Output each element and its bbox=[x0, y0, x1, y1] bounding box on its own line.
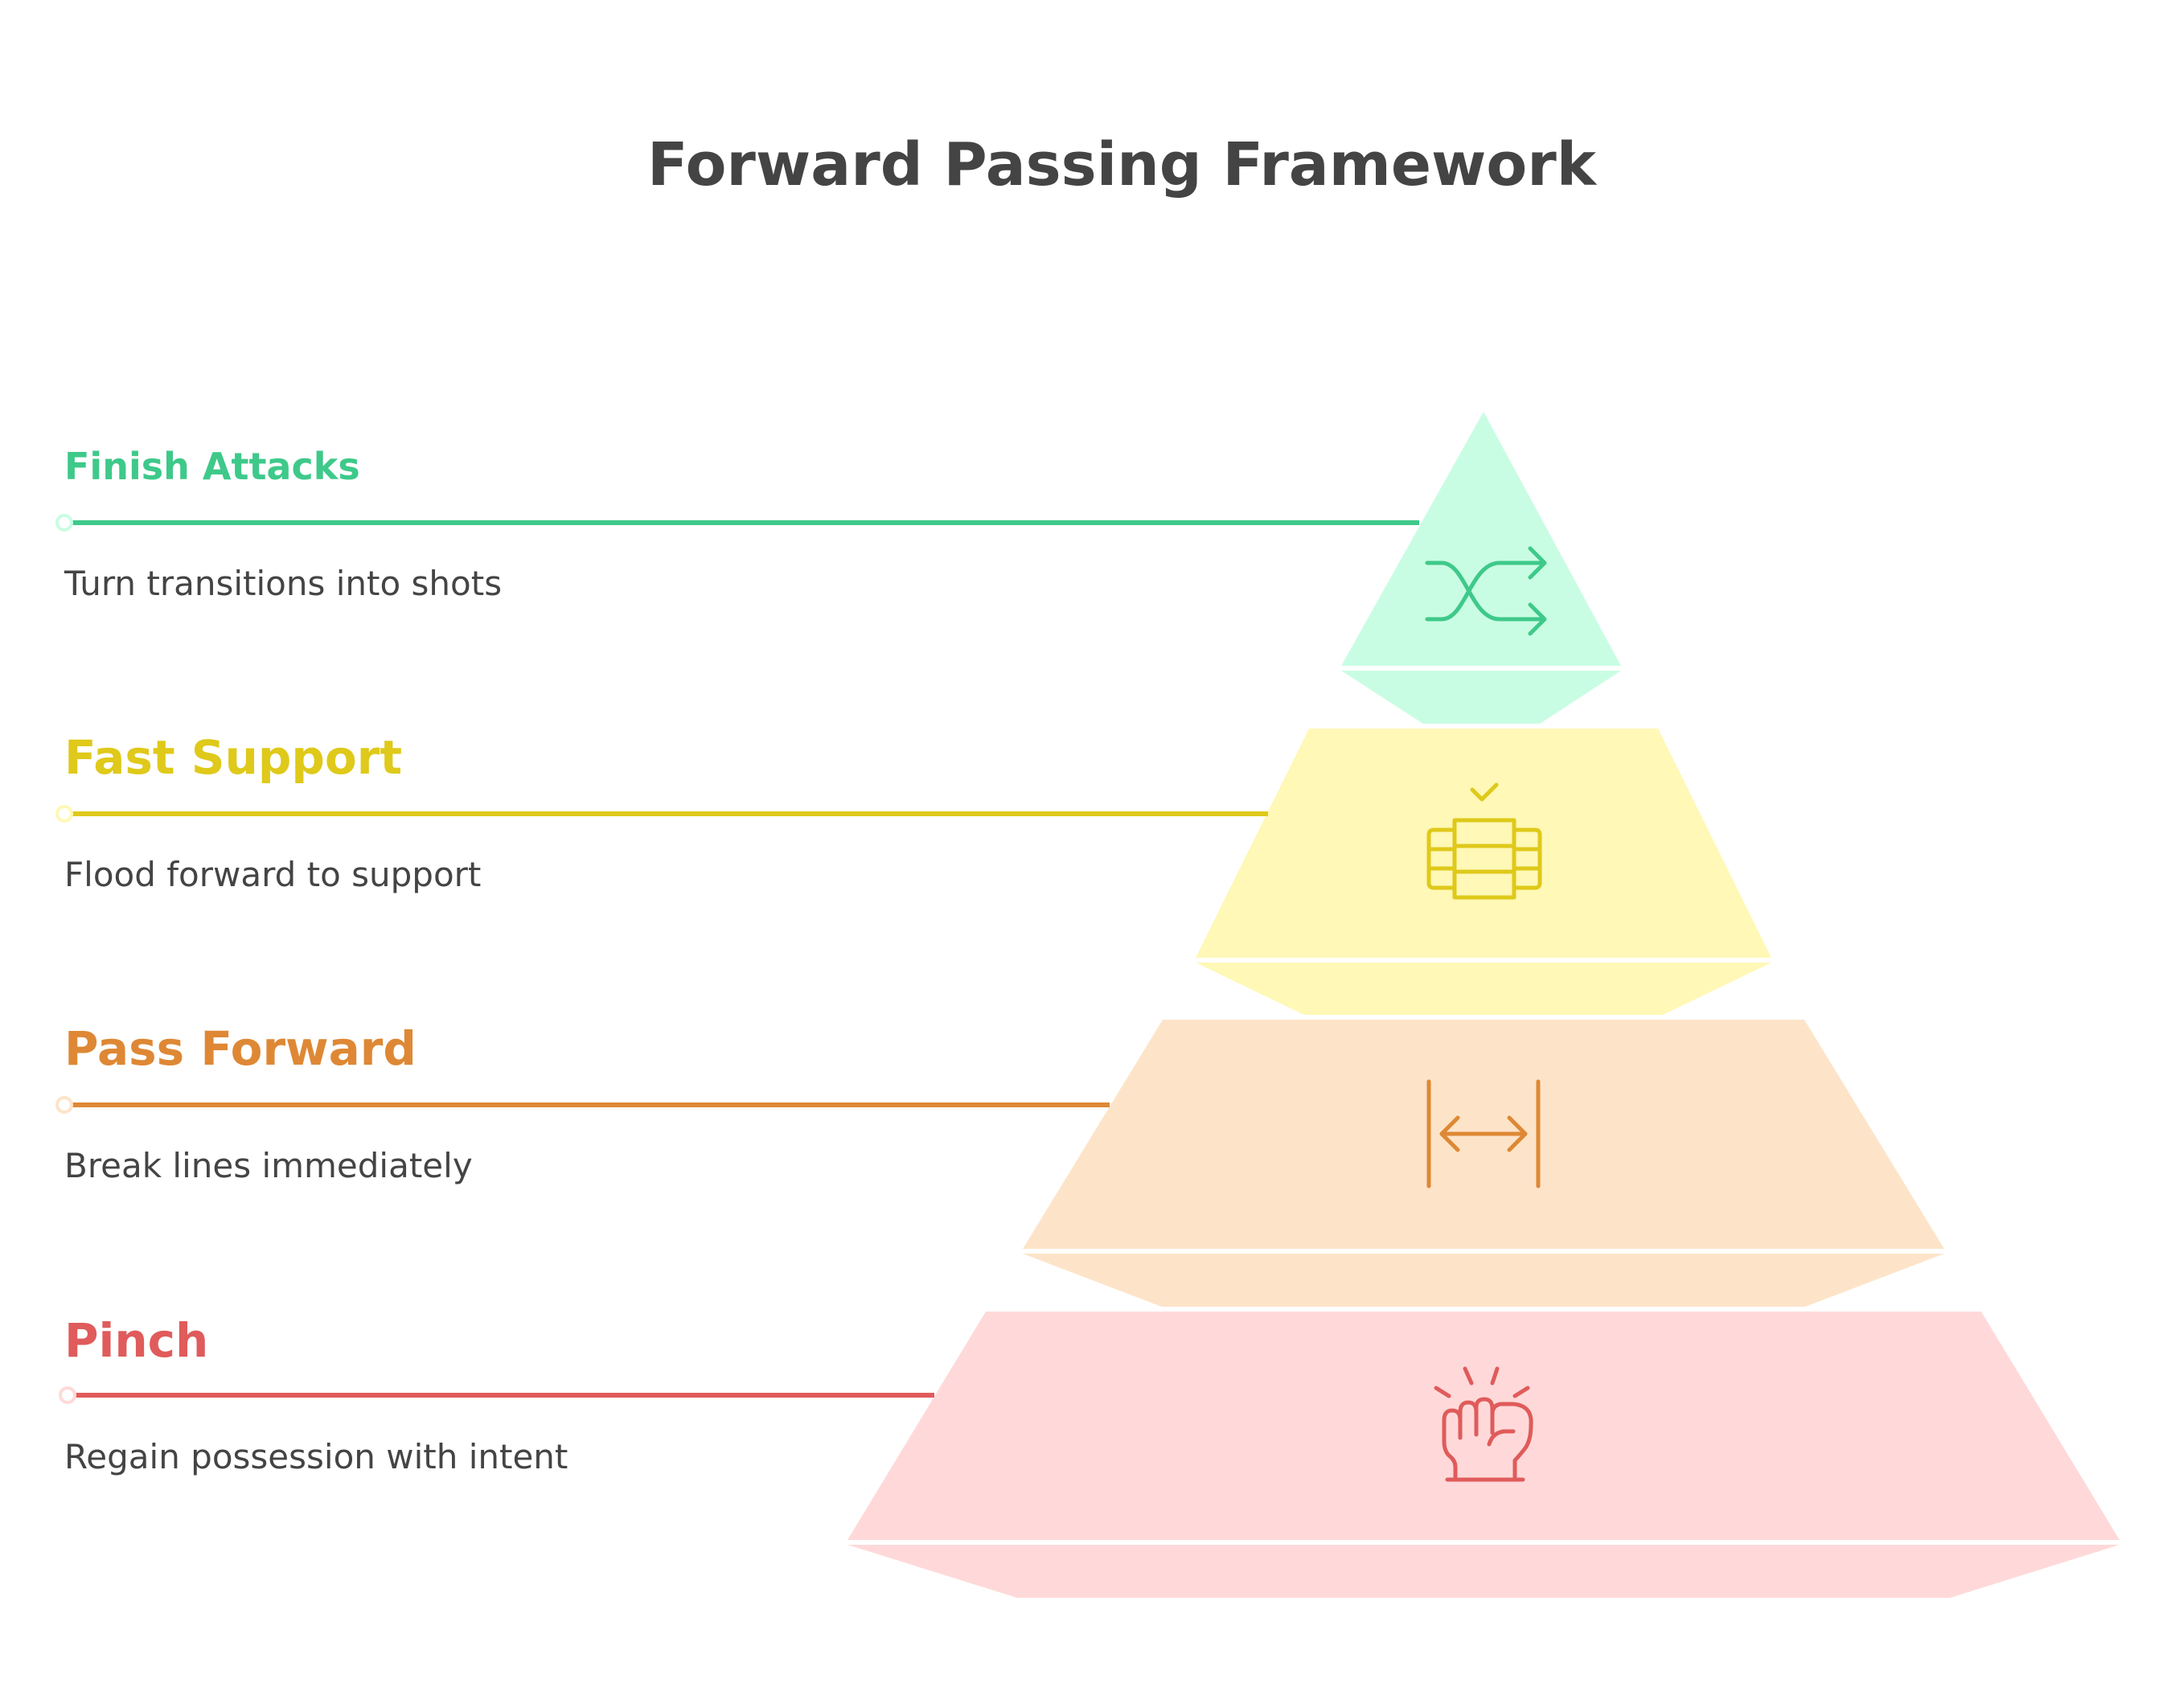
shuffle-icon bbox=[1425, 546, 1547, 636]
raised-fist-icon bbox=[1434, 1366, 1533, 1482]
pyramid-tier-pinch bbox=[847, 1312, 2120, 1540]
connector-dot-pass-forward bbox=[55, 1096, 73, 1114]
level-finish-attacks: Finish Attacks Turn transitions into sho… bbox=[55, 412, 1621, 724]
level-desc-finish-attacks: Turn transitions into shots bbox=[64, 564, 502, 603]
pyramid-tier-base-pass-forward bbox=[1023, 1254, 1944, 1307]
level-pass-forward: Pass Forward Break lines immediately bbox=[55, 1020, 1944, 1307]
level-title-fast-support: Fast Support bbox=[64, 730, 402, 785]
connector-dot-fast-support bbox=[55, 805, 73, 823]
level-title-finish-attacks: Finish Attacks bbox=[64, 445, 360, 488]
level-fast-support: Fast Support Flood forward to support bbox=[55, 729, 1771, 1015]
level-desc-pass-forward: Break lines immediately bbox=[64, 1146, 473, 1185]
pyramid-tier-base-fast-support bbox=[1196, 963, 1771, 1015]
horizontal-width-arrow-icon bbox=[1426, 1079, 1541, 1189]
connector-dot-pinch bbox=[59, 1386, 76, 1404]
level-desc-fast-support: Flood forward to support bbox=[64, 855, 481, 894]
level-title-pass-forward: Pass Forward bbox=[64, 1021, 417, 1076]
connector-dot-finish-attacks bbox=[55, 514, 73, 532]
level-desc-pinch: Regain possession with intent bbox=[64, 1437, 568, 1476]
pyramid-tier-fast-support bbox=[1196, 729, 1771, 958]
level-title-pinch: Pinch bbox=[64, 1313, 208, 1368]
pyramid-tier-base-finish-attacks bbox=[1341, 671, 1621, 724]
pyramid-tier-finish-attacks bbox=[1341, 412, 1621, 666]
diagram-title: Forward Passing Framework bbox=[647, 130, 1598, 199]
level-pinch: Pinch Regain possession with intent bbox=[59, 1312, 2120, 1598]
pyramid-tier-base-pinch bbox=[847, 1545, 2120, 1598]
server-rack-icon bbox=[1426, 782, 1542, 900]
